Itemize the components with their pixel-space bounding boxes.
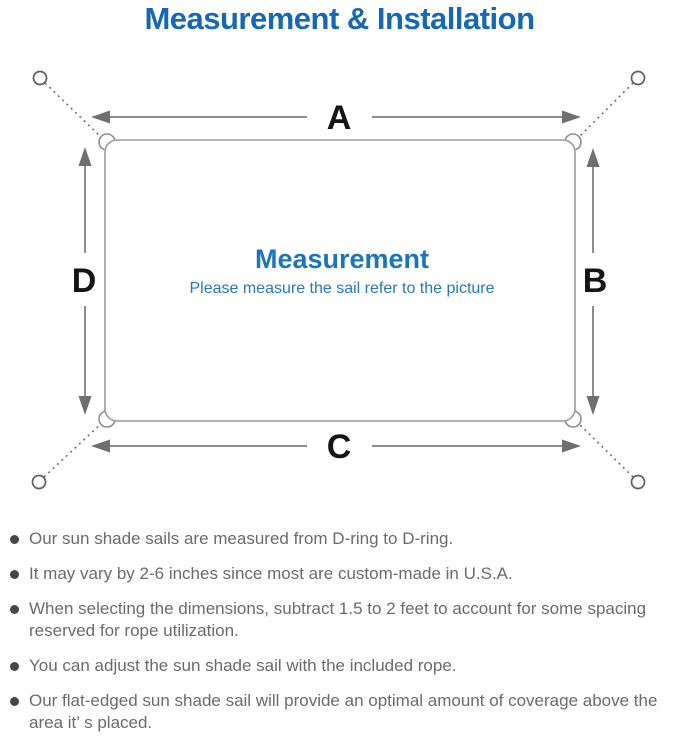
arrow-up-icon: [78, 147, 92, 166]
dim-label-d: D: [72, 262, 97, 300]
bullet-icon: [10, 535, 19, 544]
arrow-down-icon: [586, 396, 600, 415]
anchor-ring-icon-top-right: [630, 70, 646, 86]
arrow-left-icon: [91, 439, 110, 453]
dimension-c: C: [91, 428, 581, 466]
anchor-ring-icon-bottom-left: [31, 474, 47, 490]
bullet-icon: [10, 697, 19, 706]
anchor-ring-icon-bottom-right: [630, 474, 646, 490]
diagram-center-subtitle: Please measure the sail refer to the pic…: [189, 280, 494, 297]
dimension-d: D: [72, 147, 97, 415]
anchor-ring-icon-top-left: [32, 70, 48, 86]
list-item: When selecting the dimensions, subtract …: [10, 598, 671, 642]
arrow-right-icon: [562, 110, 581, 124]
sail-rectangle: [104, 139, 576, 422]
bullet-icon: [10, 605, 19, 614]
dim-label-b: B: [583, 262, 608, 300]
page-title: Measurement & Installation: [144, 1, 535, 36]
note-text: Our sun shade sails are measured from D-…: [29, 529, 454, 548]
arrow-down-icon: [78, 396, 92, 415]
note-text: It may vary by 2-6 inches since most are…: [29, 564, 513, 583]
note-text: You can adjust the sun shade sail with t…: [29, 656, 457, 675]
dashed-rope-line-bottom-right: [576, 421, 634, 478]
diagram-center-title: Measurement: [255, 244, 429, 274]
dashed-rope-line-top-right: [576, 82, 634, 140]
arrow-right-icon: [562, 439, 581, 453]
arrow-left-icon: [91, 110, 110, 124]
notes-list: Our sun shade sails are measured from D-…: [0, 520, 679, 734]
list-item: Our flat-edged sun shade sail will provi…: [10, 690, 671, 734]
dim-label-a: A: [327, 99, 352, 137]
dimension-a: A: [91, 99, 581, 137]
dashed-rope-line-top-left: [44, 82, 104, 140]
list-item: Our sun shade sails are measured from D-…: [10, 528, 671, 550]
sail-measurement-diagram: A C D: [0, 60, 679, 520]
note-text: Our flat-edged sun shade sail will provi…: [29, 691, 658, 732]
arrow-up-icon: [586, 148, 600, 167]
list-item: You can adjust the sun shade sail with t…: [10, 655, 671, 677]
list-item: It may vary by 2-6 inches since most are…: [10, 563, 671, 585]
bullet-icon: [10, 662, 19, 671]
anchor-rings: [31, 70, 646, 490]
note-text: When selecting the dimensions, subtract …: [29, 599, 647, 640]
dashed-rope-lines: [43, 82, 634, 478]
bullet-icon: [10, 570, 19, 579]
dim-label-c: C: [327, 428, 352, 466]
diagram-svg: A C D: [31, 70, 646, 490]
dashed-rope-line-bottom-left: [43, 421, 104, 478]
dimension-b: B: [583, 148, 608, 415]
